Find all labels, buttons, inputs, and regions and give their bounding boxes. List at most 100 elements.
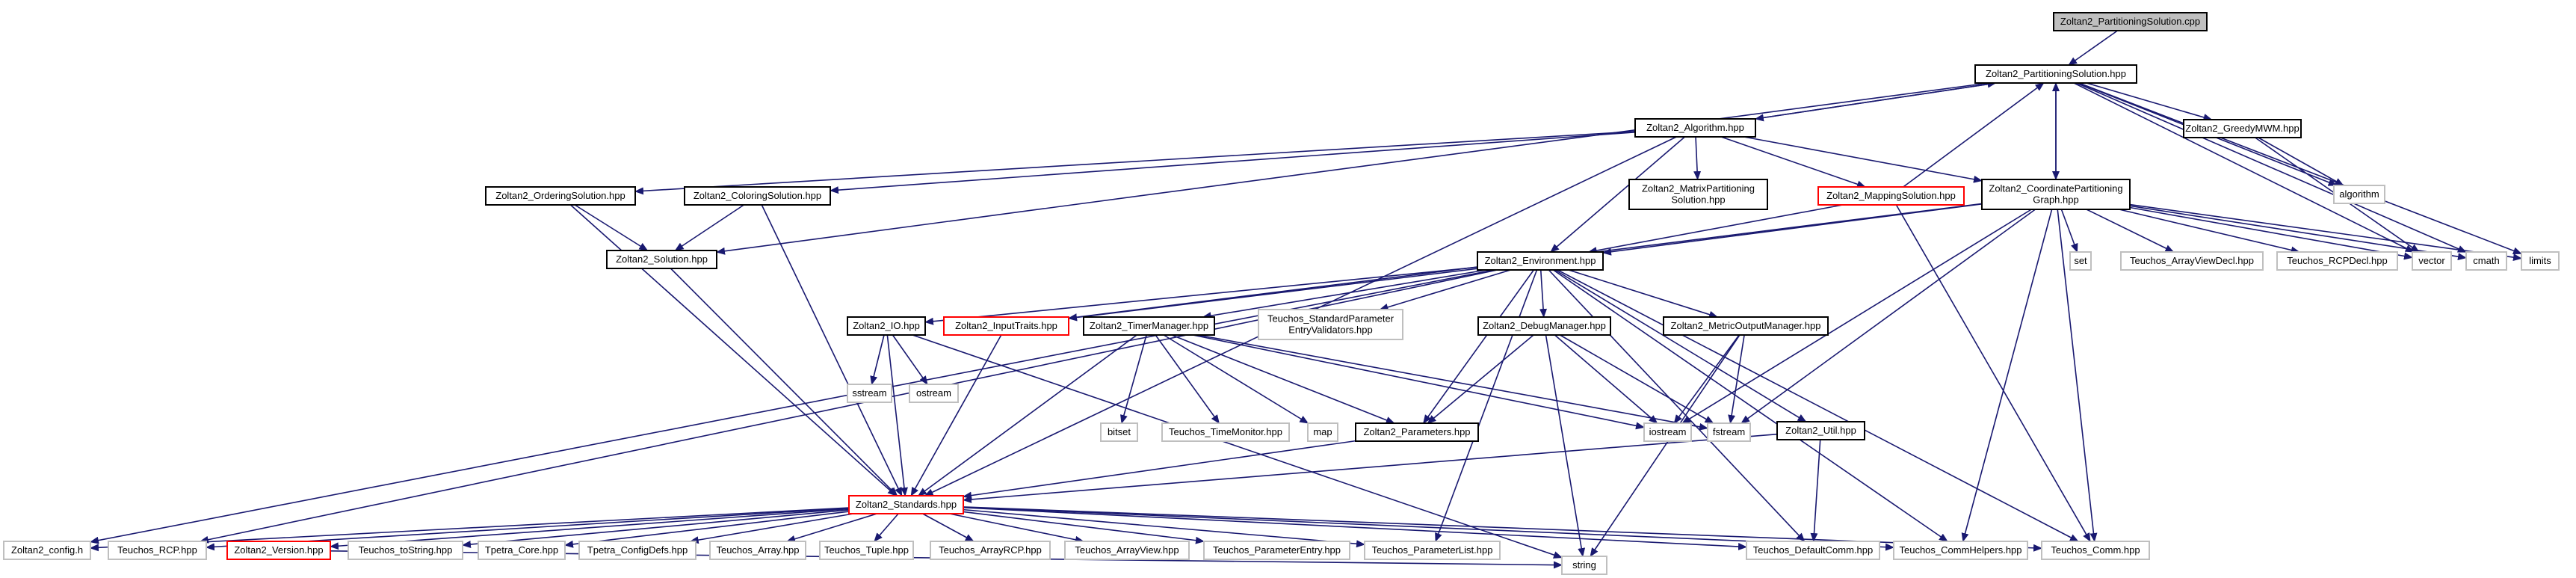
edge-n22-n29 [1427, 334, 1534, 424]
edge-n23-n49 [1590, 334, 1741, 557]
edge-n11-n46 [1548, 269, 1806, 542]
node-box [1776, 421, 1865, 440]
node-label: Zoltan2_InputTraits.hpp [955, 320, 1057, 331]
nodes-layer: Zoltan2_PartitioningSolution.cppZoltan2_… [3, 12, 2560, 575]
node-box [2276, 251, 2398, 271]
graph-node: vector [2412, 251, 2452, 271]
graph-node: sstream [847, 384, 892, 403]
edge-n1-n10 [716, 82, 1989, 255]
graph-node[interactable]: Zoltan2_DebugManager.hpp [1477, 316, 1611, 336]
edge-n11-n22 [1539, 269, 1548, 318]
edge-n18-n33 [886, 334, 908, 496]
edge-n7-n1 [1903, 82, 2045, 188]
node-box [2521, 251, 2560, 271]
node-box [1628, 179, 1768, 210]
edge-n2-n7 [1720, 136, 1866, 188]
edge-n33-n36 [330, 508, 850, 550]
node-label: Tpetra_ConfigDefs.hpp [587, 544, 688, 556]
node-box [578, 541, 696, 560]
edge-n8-n15 [2129, 206, 2413, 260]
graph-node: map [1307, 422, 1338, 442]
node-box [1083, 316, 1215, 336]
node-box [819, 541, 914, 560]
edge-n2-n11 [1550, 136, 1686, 253]
edge-n4-n33 [569, 204, 897, 496]
edge-n18-n24 [870, 334, 885, 385]
graph-node: Tpetra_Core.hpp [478, 541, 566, 560]
node-box [1981, 179, 2131, 210]
edge-n1-n15 [2073, 82, 2415, 253]
graph-node: limits [2521, 251, 2560, 271]
node-label: Zoltan2_Algorithm.hpp [1646, 122, 1744, 133]
edge-n8-n13 [2086, 209, 2175, 253]
graph-node: Tpetra_ConfigDefs.hpp [578, 541, 696, 560]
edge-n7-n48 [1895, 204, 2091, 542]
graph-node[interactable]: Zoltan2_MetricOutputManager.hpp [1663, 316, 1829, 336]
node-label: Zoltan2_Version.hpp [234, 544, 323, 556]
node-box [1561, 556, 1607, 575]
graph-node[interactable]: Zoltan2_MappingSolution.hpp [1817, 186, 1965, 206]
node-label: Zoltan2_PartitioningSolution.cpp [2060, 16, 2200, 27]
node-box [847, 384, 892, 403]
edge-n8-n47 [1961, 209, 2053, 542]
graph-node: Teuchos_ParameterEntry.hpp [1203, 541, 1350, 560]
graph-node[interactable]: Zoltan2_Solution.hpp [606, 250, 717, 269]
node-label: Teuchos_Comm.hpp [2051, 544, 2140, 556]
node-box [1663, 316, 1829, 336]
edge-n11-n29 [1422, 269, 1535, 424]
graph-node: iostream [1643, 422, 1692, 442]
node-box [943, 316, 1069, 336]
graph-node[interactable]: Zoltan2_Parameters.hpp [1355, 422, 1479, 442]
node-label: iostream [1649, 426, 1687, 437]
graph-node[interactable]: Zoltan2_Environment.hpp [1477, 251, 1604, 271]
graph-node: Teuchos_RCP.hpp [108, 541, 207, 560]
node-box [930, 541, 1051, 560]
edge-n20-n26 [1120, 334, 1147, 424]
node-label: Teuchos_StandardParameter [1267, 313, 1394, 325]
edge-n8-n30 [1681, 209, 2032, 424]
graph-node[interactable]: Zoltan2_IO.hpp [847, 316, 926, 336]
node-box [1258, 309, 1403, 340]
graph-node[interactable]: Zoltan2_Algorithm.hpp [1634, 118, 1756, 138]
graph-node[interactable]: Zoltan2_Version.hpp [226, 541, 331, 560]
edge-n8-n48 [2057, 209, 2098, 542]
edge-n4-n10 [574, 204, 649, 251]
node-label: Teuchos_CommHelpers.hpp [1899, 544, 2021, 556]
graph-node[interactable]: Zoltan2_PartitioningSolution.hpp [1974, 64, 2137, 84]
edge-n11-n32 [1554, 269, 1807, 422]
graph-node[interactable]: Zoltan2_GreedyMWM.hpp [2183, 119, 2302, 138]
graph-node: Teuchos_TimeMonitor.hpp [1161, 422, 1290, 442]
graph-node[interactable]: Zoltan2_TimerManager.hpp [1083, 316, 1215, 336]
node-box [1203, 541, 1350, 560]
graph-node[interactable]: Zoltan2_Standards.hpp [848, 495, 964, 514]
graph-node[interactable]: Zoltan2_InputTraits.hpp [943, 316, 1069, 336]
graph-node: Teuchos_StandardParameterEntryValidators… [1258, 309, 1403, 340]
edge-n20-n29 [1171, 334, 1395, 424]
edge-n33-n41 [874, 513, 899, 542]
edge-n11-n45 [1435, 269, 1538, 542]
edge-n33-n46 [963, 507, 1747, 550]
edge-n22-n49 [1545, 334, 1586, 557]
graph-node[interactable]: Zoltan2_ColoringSolution.hpp [684, 186, 831, 206]
graph-node: Teuchos_CommHelpers.hpp [1893, 541, 2028, 560]
node-box [1100, 422, 1138, 442]
edge-n18-n25 [892, 334, 928, 385]
graph-node: Teuchos_ArrayView.hpp [1064, 541, 1190, 560]
graph-node: fstream [1707, 422, 1751, 442]
node-box [348, 541, 463, 560]
node-box [2183, 119, 2302, 138]
edge-n5-n33 [761, 204, 903, 496]
edge-n2-n5 [830, 132, 1636, 194]
graph-node[interactable]: Zoltan2_OrderingSolution.hpp [485, 186, 636, 206]
node-label: sstream [852, 387, 886, 399]
graph-node: Teuchos_Comm.hpp [2041, 541, 2150, 560]
node-box [684, 186, 831, 206]
graph-node[interactable]: Zoltan2_Util.hpp [1776, 421, 1865, 440]
graph-node[interactable]: Zoltan2_PartitioningSolution.cpp [2053, 12, 2208, 31]
node-box [1477, 316, 1611, 336]
edge-n1-n16 [2076, 82, 2467, 253]
node-label: Zoltan2_MappingSolution.hpp [1826, 190, 1956, 201]
node-box [1643, 422, 1692, 442]
